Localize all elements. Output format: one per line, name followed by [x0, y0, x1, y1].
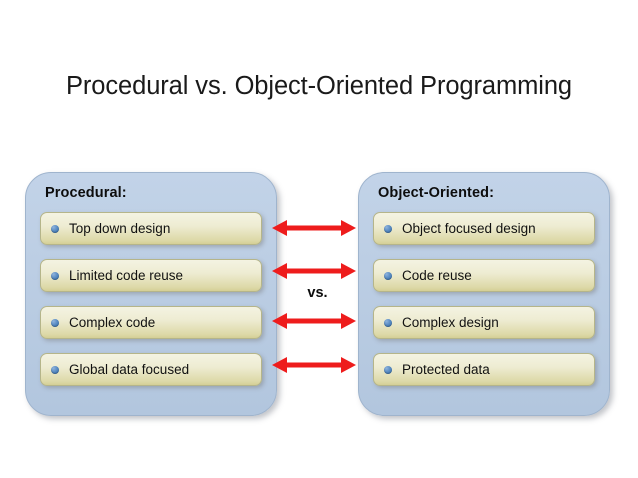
list-item-label: Complex design [402, 314, 499, 330]
list-item[interactable]: Protected data [373, 353, 595, 386]
page-title: Procedural vs. Object-Oriented Programmi… [66, 72, 572, 100]
vs-label: vs. [307, 285, 328, 301]
double-arrow-icon-row-1 [272, 218, 356, 238]
list-item[interactable]: Complex code [40, 306, 262, 339]
list-item-label: Protected data [402, 361, 490, 377]
bullet-dot-icon [384, 365, 392, 374]
list-item-label: Object focused design [402, 220, 536, 236]
bullet-dot-icon [384, 271, 392, 280]
list-item[interactable]: Complex design [373, 306, 595, 339]
list-item-label: Code reuse [402, 267, 472, 283]
panel-procedural-item-list: Top down design Limited code reuse Compl… [40, 212, 262, 386]
list-item-label: Complex code [69, 314, 156, 330]
list-item[interactable]: Code reuse [373, 259, 595, 292]
panel-object-oriented: Object-Oriented: Object focused design C… [358, 172, 610, 416]
double-arrow-icon-row-4 [272, 355, 356, 375]
panel-procedural: Procedural: Top down design Limited code… [25, 172, 277, 416]
list-item[interactable]: Object focused design [373, 212, 595, 245]
panel-object-oriented-item-list: Object focused design Code reuse Complex… [373, 212, 595, 386]
panel-procedural-header: Procedural: [45, 185, 127, 201]
double-arrow-icon-row-3 [272, 311, 356, 331]
bullet-dot-icon [51, 224, 59, 233]
bullet-dot-icon [51, 271, 59, 280]
bullet-dot-icon [51, 318, 59, 327]
panel-object-oriented-header: Object-Oriented: [378, 185, 494, 201]
list-item-label: Limited code reuse [69, 267, 184, 283]
list-item-label: Top down design [69, 220, 171, 236]
list-item[interactable]: Top down design [40, 212, 262, 245]
list-item-label: Global data focused [69, 361, 190, 377]
double-arrow-icon-row-2 [272, 261, 356, 281]
list-item[interactable]: Limited code reuse [40, 259, 262, 292]
bullet-dot-icon [384, 318, 392, 327]
bullet-dot-icon [384, 224, 392, 233]
bullet-dot-icon [51, 365, 59, 374]
list-item[interactable]: Global data focused [40, 353, 262, 386]
